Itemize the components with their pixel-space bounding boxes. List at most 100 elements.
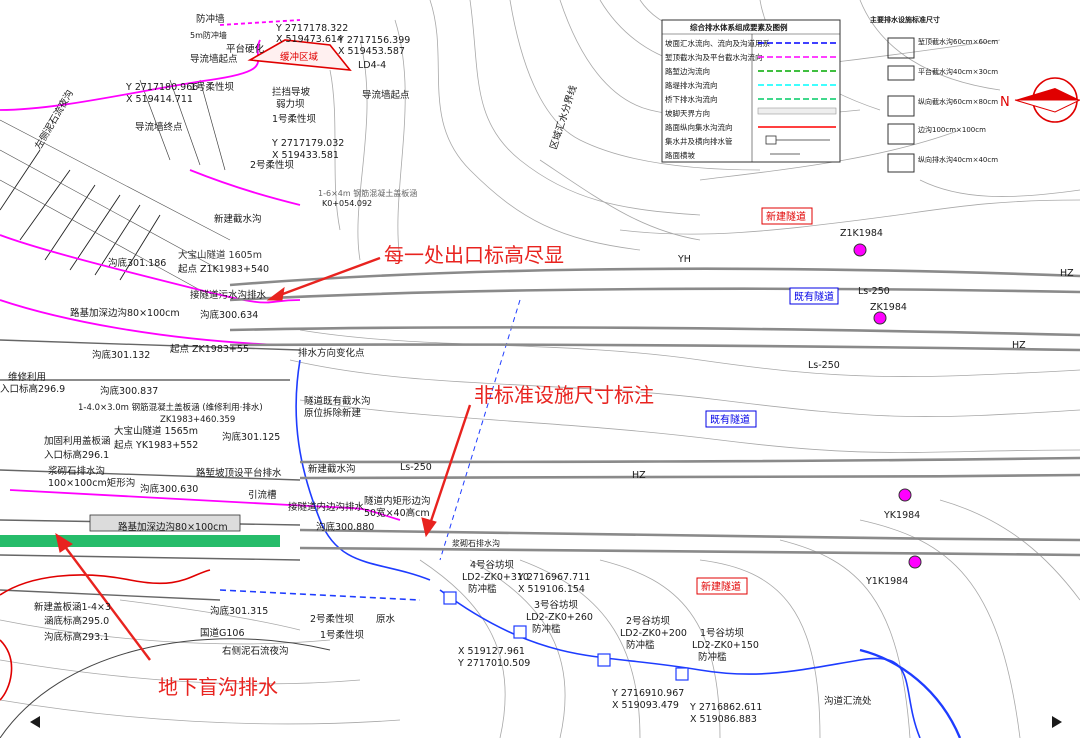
label-dam4-y: Y 2716967.711 [517, 572, 590, 583]
station-markers [853, 243, 922, 569]
dam1-marker [675, 667, 689, 681]
label-hz-2: HZ [1012, 340, 1026, 351]
label-ditch-bottom-8: 沟底301.315 [210, 605, 268, 617]
label-drain-change: 排水方向变化点 [298, 347, 365, 359]
label-culvert-outlet: 沟底标高293.1 [44, 631, 109, 643]
label-retaining-2: 弱力坝 [276, 98, 305, 110]
label-tunnel-start: 起点 Z1K1983+540 [178, 264, 269, 275]
sizes-title: 主要排水设施标准尺寸 [870, 15, 940, 24]
label-gully-mouth: 浆砌石排水沟 [452, 538, 500, 548]
label-z1k: Z1K1984 [840, 228, 883, 239]
dam2-marker [597, 653, 611, 667]
road-left [0, 339, 301, 601]
label-dam4: 4号谷坊坝 [470, 559, 515, 571]
label-new-ditch: 新建截水沟 [214, 213, 262, 225]
label-tunnel-yk-start: 起点 YK1983+552 [114, 440, 198, 451]
dam3-marker [513, 625, 527, 639]
yk-marker [898, 488, 912, 502]
legend-item-8: 集水井及横向排水管 [665, 136, 733, 146]
label-ditch-bottom-3: 沟底301.132 [92, 349, 150, 361]
sizes-item-2: 平台截水沟40cm×30cm [918, 67, 998, 76]
label-tunnel-yk: 大宝山隧道 1565m [114, 425, 198, 437]
sizes-item-5: 纵向排水沟40cm×40cm [918, 155, 998, 164]
label-yk: YK1984 [883, 510, 920, 521]
callout-arrows [55, 256, 472, 661]
tunnel-tags: 新建隧道 既有隧道 既有隧道 新建隧道 [696, 207, 839, 595]
label-flood-wall: 防冲墙 [196, 13, 225, 25]
label-retaining: 拦挡导坡 [272, 86, 311, 98]
label-dam4-w: 防冲槛 [468, 583, 497, 595]
label-coord-y4: Y 2717179.032 [271, 138, 344, 149]
label-ld4: LD4-4 [358, 60, 386, 71]
legend-box [661, 19, 841, 163]
tag-tunnel-old-2: 既有隧道 [710, 413, 750, 426]
label-dam1g-k: LD2-ZK0+150 [692, 640, 759, 651]
label-guide-wall-end: 导流墙终点 [135, 121, 183, 133]
dam4-marker [443, 591, 457, 605]
callout-non-standard-dims: 非标准设施尺寸标注 [474, 383, 654, 407]
label-zk: ZK1984 [870, 302, 907, 313]
label-dam2-y: Y 2716910.967 [611, 688, 684, 699]
legend-item-6: 坡脚天界方向 [665, 108, 710, 118]
label-hz-1: HZ [1060, 268, 1074, 279]
label-dam1-c: 1号柔性坝 [320, 629, 365, 641]
label-dam2-b: 2号柔性坝 [310, 613, 355, 625]
label-dam4-x: X 519106.154 [518, 584, 585, 595]
z1k-marker [853, 243, 867, 257]
label-dam4-k: LD2-ZK0+310 [462, 572, 529, 583]
sizes-item-3: 纵向截水沟60cm×80cm [918, 97, 998, 106]
sizes-item-1: 堑顶截水沟60cm×60cm [918, 37, 998, 46]
legend-item-4: 路堤排水沟流向 [665, 80, 718, 90]
label-dam2-x: X 519093.479 [612, 700, 679, 711]
legend-item-2: 堑顶截水沟及平台截水沟流向 [665, 52, 763, 62]
label-ditch-bottom-1: 沟底301.186 [108, 257, 166, 269]
label-left-ravine: 左侧泥石流夜沟 [32, 88, 76, 152]
label-entrance-elev: 入口标高296.1 [44, 449, 109, 461]
tag-tunnel-new-2: 新建隧道 [701, 580, 741, 593]
label-dam4-y2: X 519127.961 [458, 646, 525, 657]
label-platform-harden: 平台硬化 [226, 43, 265, 55]
zk-marker [873, 311, 887, 325]
label-roadbed-ditch: 路基加深边沟80×100cm [70, 307, 180, 319]
tag-tunnel-old: 既有隧道 [794, 290, 834, 303]
label-gully-start: 浆砌石排水沟 [48, 465, 105, 477]
label-ditch-bottom-7: 沟底300.880 [316, 521, 374, 533]
label-coord-x1: X 519473.614 [276, 34, 343, 45]
tag-tunnel-new: 新建隧道 [766, 210, 806, 223]
label-dam1-y: Y 2716862.611 [689, 702, 762, 713]
label-coord-y2: Y 2717156.399 [337, 35, 410, 46]
label-guide-wall-start: 导流墙起点 [190, 53, 238, 65]
legend-item-9: 路面横坡 [665, 150, 695, 160]
nav-left-arrow-icon [30, 716, 40, 728]
label-yh: YH [677, 254, 691, 265]
label-gully-dims: 100×100cm矩形沟 [48, 477, 135, 489]
label-ditch-bottom-6: 沟底300.630 [140, 483, 198, 495]
callout-underground-drain: 地下盲沟排水 [158, 675, 278, 699]
label-culvert-2k: ZK1983+460.359 [160, 415, 235, 425]
label-culvert-k: K0+054.092 [322, 199, 372, 208]
label-platform-ditch: 路堑坡顶设平台排水 [196, 467, 282, 479]
label-culvert-2: 1-4.0×3.0m 钢筋混凝土盖板涵 (维修利用·排水) [78, 402, 263, 413]
red-boundary [0, 39, 352, 701]
label-y1k: Y1K1984 [865, 576, 908, 587]
label-culvert-inlet: 涵底标高295.0 [44, 615, 109, 627]
label-hz-3: HZ [632, 470, 646, 481]
underground-drain-band [0, 535, 280, 547]
label-dam3: 3号谷坊坝 [534, 599, 579, 611]
north-arrow [1014, 77, 1080, 123]
label-diversion: 引流槽 [248, 489, 277, 501]
legend-swatches [757, 42, 837, 155]
label-ls-1: Ls-250 [858, 286, 890, 297]
label-culvert: 1-6×4m 钢筋混凝土盖板涵 [318, 188, 417, 198]
label-dam1-x: X 519086.883 [690, 714, 757, 725]
label-tunnel-existing-ditch: 隧道既有截水沟 [304, 395, 371, 407]
label-demolish: 原位拆除新建 [304, 407, 362, 419]
label-ditch-bottom-4: 沟底300.837 [100, 385, 158, 397]
label-dam2g: 2号谷坊坝 [626, 615, 671, 627]
label-tunnel-start-2: 起点 ZK1983+55 [170, 344, 249, 355]
label-dam1g: 1号谷坊坝 [700, 627, 745, 639]
label-tunnel-dabaoshan: 大宝山隧道 1605m [178, 249, 262, 261]
